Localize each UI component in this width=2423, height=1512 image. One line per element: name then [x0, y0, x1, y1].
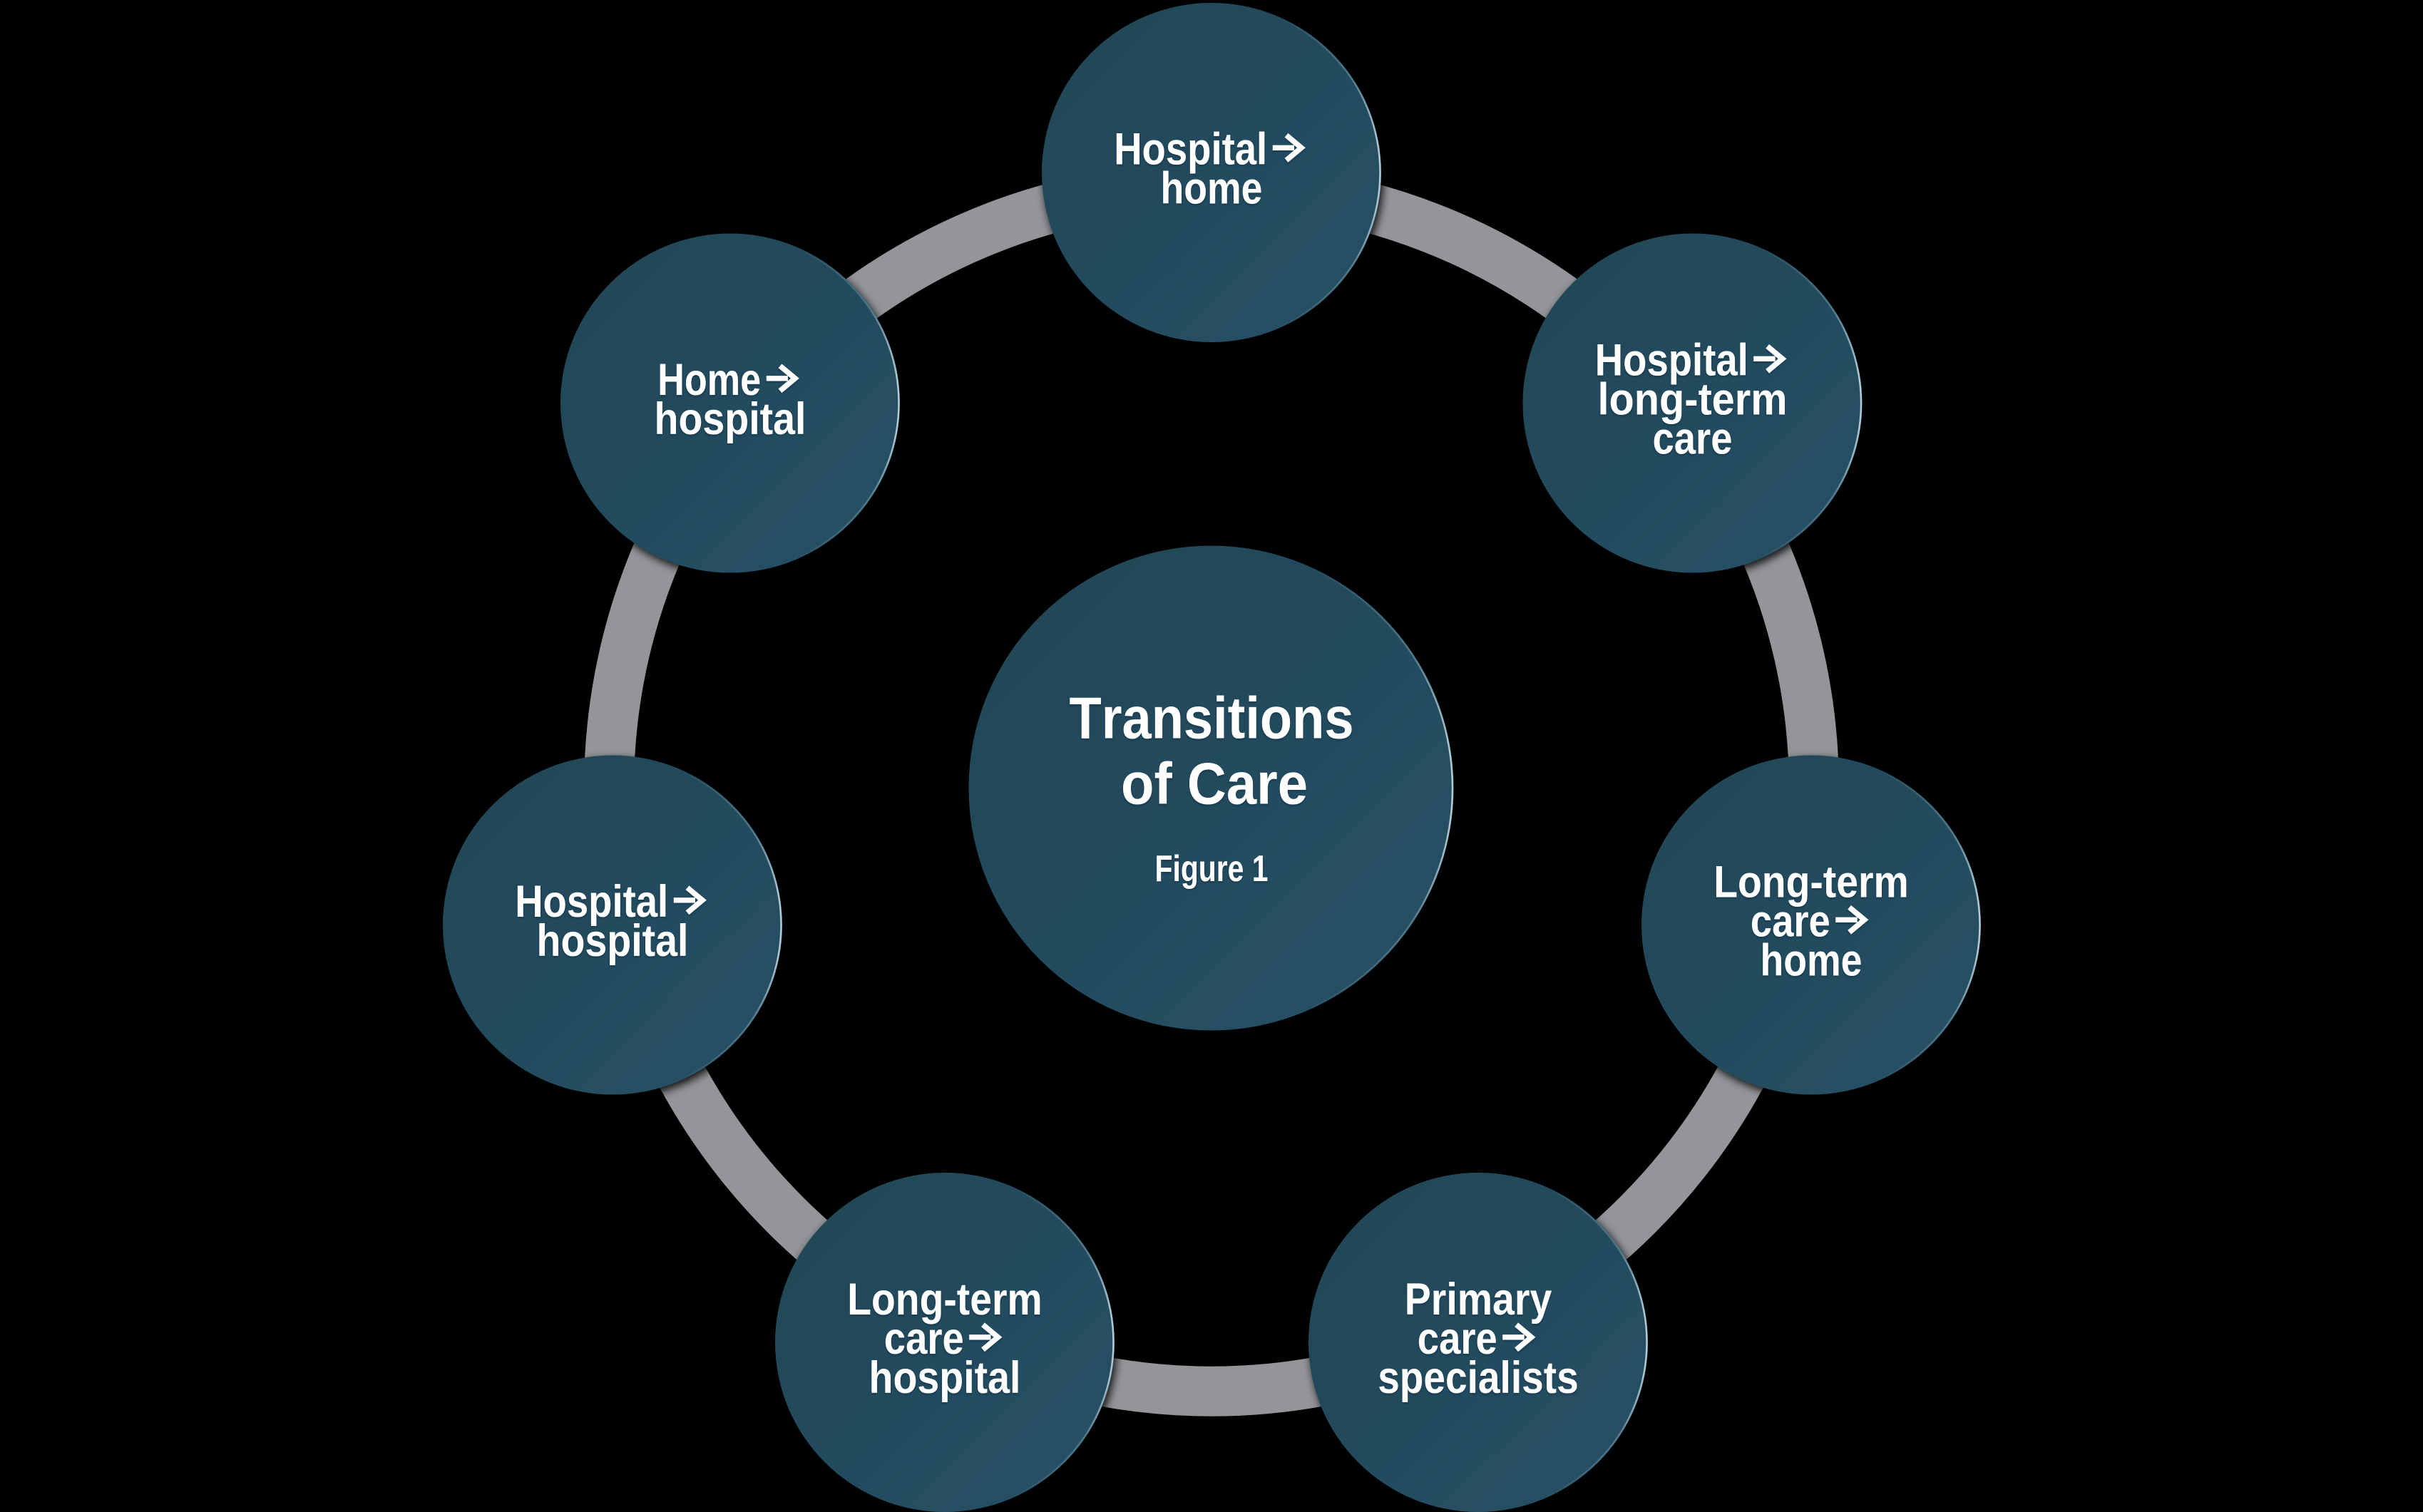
svg-text:Hospital: Hospital — [1595, 336, 1748, 386]
svg-text:Long-term: Long-term — [1713, 858, 1909, 907]
svg-text:Figure 1: Figure 1 — [1155, 848, 1269, 890]
svg-text:hospital: hospital — [655, 394, 806, 444]
svg-text:long-term: long-term — [1598, 375, 1788, 425]
svg-text:home: home — [1161, 164, 1263, 214]
svg-text:Transitions: Transitions — [1070, 684, 1354, 751]
svg-text:Hospital: Hospital — [1114, 125, 1267, 175]
svg-text:care: care — [1653, 414, 1733, 464]
svg-text:care: care — [884, 1314, 964, 1364]
svg-text:specialists: specialists — [1378, 1353, 1579, 1403]
svg-text:Hospital: Hospital — [515, 877, 668, 927]
svg-text:hospital: hospital — [537, 916, 689, 966]
svg-text:care: care — [1751, 897, 1830, 947]
svg-text:home: home — [1761, 936, 1863, 986]
svg-text:Primary: Primary — [1405, 1275, 1552, 1325]
svg-text:Home: Home — [657, 355, 761, 405]
svg-text:of Care: of Care — [1121, 751, 1308, 817]
svg-text:hospital: hospital — [869, 1353, 1021, 1403]
svg-text:care: care — [1418, 1314, 1497, 1364]
svg-text:Long-term: Long-term — [847, 1275, 1043, 1325]
